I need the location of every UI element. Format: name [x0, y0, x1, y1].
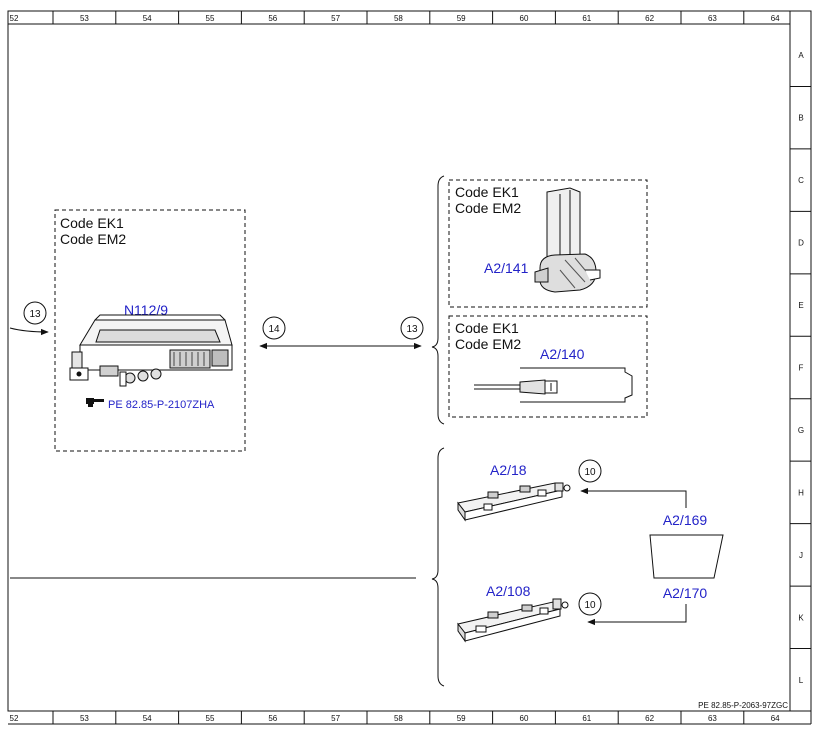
window-antenna-drawing[interactable]: [474, 367, 633, 403]
route-to-a2-18: [580, 487, 687, 508]
grid-row-label: A: [798, 51, 804, 60]
component-label-a2-108[interactable]: A2/108: [486, 583, 531, 599]
grid-col-label-bottom: 63: [708, 714, 717, 723]
pointing-hand-icon: [86, 398, 104, 407]
grid-columns-bottom: 52 53 54 55 56 57 58 59 60 61 62 63 64: [10, 711, 780, 724]
grid-col-label-bottom: 54: [143, 714, 152, 723]
connector-14: [262, 316, 286, 340]
grid-rows-right: A B C D E F G H J K L: [790, 51, 811, 685]
grid-row-label: L: [799, 676, 804, 685]
component-label-a2-140[interactable]: A2/140: [540, 346, 585, 362]
grid-col-label-bottom: 52: [10, 714, 19, 723]
route-to-a2-108: [587, 604, 687, 626]
connector-13-left-arrow: [9, 327, 49, 336]
rod-antenna-drawing[interactable]: [534, 187, 601, 293]
grid-col-label-bottom: 55: [206, 714, 215, 723]
top-right-code-line-1: Code EK1: [455, 184, 519, 200]
grid-row-label: K: [798, 613, 804, 622]
grid-col-label-top: 54: [143, 14, 152, 23]
grid-col-label-top: 60: [520, 14, 529, 23]
grid-col-label-bottom: 53: [80, 714, 89, 723]
grid-col-label-bottom: 57: [331, 714, 340, 723]
grid-col-label-bottom: 56: [268, 714, 277, 723]
mid-right-code-box: [448, 315, 648, 418]
grid-col-label-top: 59: [457, 14, 466, 23]
grid-col-label-top: 62: [645, 14, 654, 23]
grid-col-label-top: 52: [10, 14, 19, 23]
connector-13-right: [400, 316, 424, 340]
connector-13-right-label: 13: [406, 324, 418, 335]
grid-row-label: H: [798, 488, 804, 497]
grid-col-label-bottom: 59: [457, 714, 466, 723]
grid-col-label-bottom: 61: [582, 714, 591, 723]
left-code-line-1: Code EK1: [60, 215, 124, 231]
left-code-box: [54, 209, 246, 452]
connector-10-bottom: [578, 592, 602, 616]
control-unit-drawing[interactable]: [69, 314, 233, 387]
top-right-code-box: [448, 179, 648, 308]
grid-col-label-bottom: 60: [520, 714, 529, 723]
amplifier-bottom-drawing[interactable]: [457, 598, 569, 643]
grid-col-label-top: 55: [206, 14, 215, 23]
grid-row-label: D: [798, 239, 804, 248]
component-label-n112-9[interactable]: N112/9: [124, 302, 168, 318]
connector-14-label: 14: [268, 324, 280, 335]
grid-col-label-top: 64: [771, 14, 780, 23]
connector-13-left: [23, 301, 47, 325]
connector-13-left-label: 13: [29, 309, 41, 320]
grid-col-label-top: 61: [582, 14, 591, 23]
connector-10-bottom-label: 10: [584, 600, 596, 611]
grid-col-label-top: 63: [708, 14, 717, 23]
grid-row-label: B: [798, 114, 803, 123]
grid-col-label-top: 57: [331, 14, 340, 23]
component-label-a2-141[interactable]: A2/141: [484, 260, 529, 276]
left-code-line-2: Code EM2: [60, 231, 126, 247]
grid-row-label: G: [798, 426, 804, 435]
grid-col-label-bottom: 58: [394, 714, 403, 723]
grid-col-label-top: 58: [394, 14, 403, 23]
grid-row-label: C: [798, 176, 804, 185]
mid-right-code-line-2: Code EM2: [455, 336, 521, 352]
grid-row-label: E: [798, 301, 803, 310]
component-label-a2-169[interactable]: A2/169: [663, 512, 708, 528]
connector-10-top-label: 10: [584, 467, 596, 478]
grid-row-label: J: [799, 551, 803, 560]
footer-code: PE 82.85-P-2063-97ZGC: [698, 701, 788, 710]
amplifier-top-drawing[interactable]: [457, 482, 571, 522]
grid-columns-top: 52 53 54 55 56 57 58 59 60 61 62 63 64: [10, 11, 780, 24]
grid-row-label: F: [799, 364, 804, 373]
grid-col-label-top: 56: [268, 14, 277, 23]
window-panel-drawing[interactable]: [649, 534, 724, 579]
mid-right-code-line-1: Code EK1: [455, 320, 519, 336]
connector-10-top: [578, 459, 602, 483]
grid-col-label-bottom: 64: [771, 714, 780, 723]
component-label-a2-170[interactable]: A2/170: [663, 585, 708, 601]
grid-col-label-top: 53: [80, 14, 89, 23]
top-right-code-line-2: Code EM2: [455, 200, 521, 216]
brace-upper: [431, 175, 445, 425]
component-label-a2-18[interactable]: A2/18: [490, 462, 527, 478]
grid-col-label-bottom: 62: [645, 714, 654, 723]
reference-link-left[interactable]: PE 82.85-P-2107ZHA: [108, 399, 215, 411]
brace-lower: [431, 447, 445, 687]
